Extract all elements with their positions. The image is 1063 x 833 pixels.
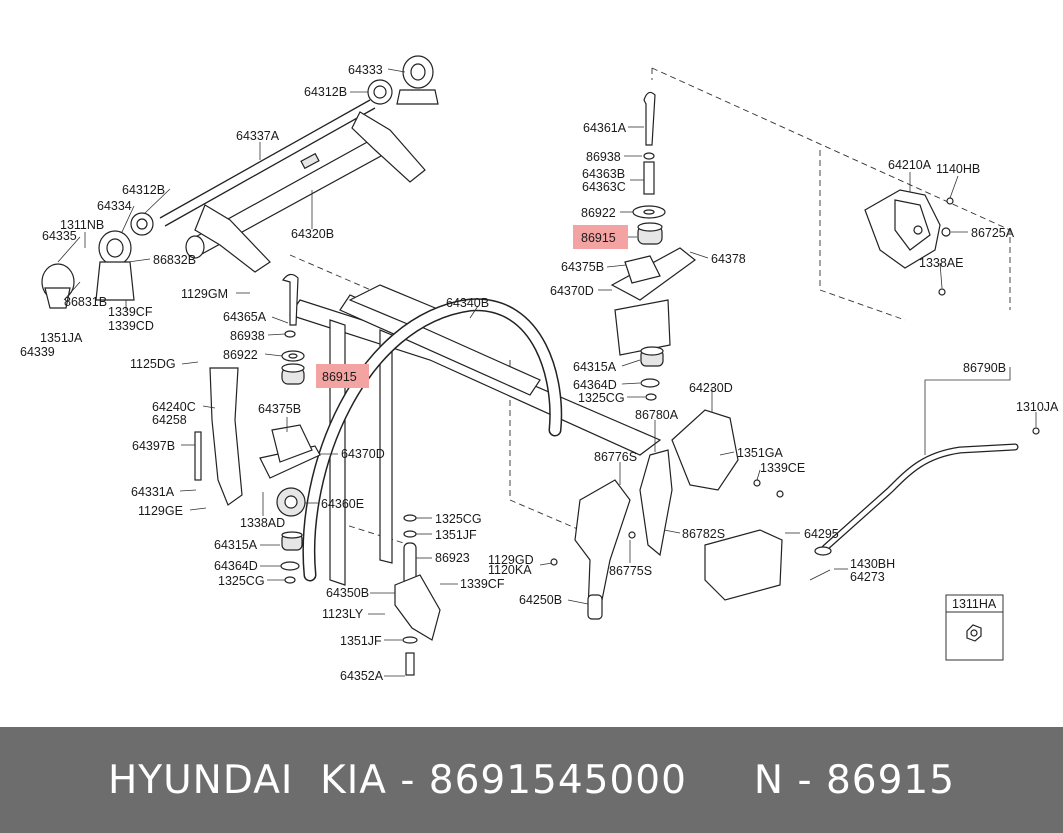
label-1339cf-mid: 1339CF — [460, 577, 505, 591]
center-mount — [394, 514, 441, 676]
label-64315a-left: 64315A — [214, 538, 258, 552]
label-64335: 64335 — [42, 229, 77, 243]
label-1351jf-top: 1351JF — [435, 528, 477, 542]
label-1311ha: 1311HA — [952, 597, 997, 611]
part-number-text: HYUNDAI KIA - 8691545000 N - 86915 — [107, 757, 956, 803]
label-64273: 64273 — [850, 570, 885, 584]
label-1339ce: 1339CE — [760, 461, 805, 475]
label-86725a: 86725A — [971, 226, 1015, 240]
label-1339cd: 1339CD — [108, 319, 154, 333]
label-64320b: 64320B — [291, 227, 334, 241]
label-1338ae: 1338AE — [919, 256, 963, 270]
label-86915-right: 86915 — [581, 231, 616, 245]
label-86775s: 86775S — [609, 564, 652, 578]
label-64375b-right: 64375B — [561, 260, 604, 274]
label-1351jf-bottom: 1351JF — [340, 634, 382, 648]
label-64352a: 64352A — [340, 669, 384, 683]
label-1129ge: 1129GE — [138, 504, 183, 518]
label-86790b: 86790B — [963, 361, 1006, 375]
label-64397b: 64397B — [132, 439, 175, 453]
label-64339: 64339 — [20, 345, 55, 359]
label-1125dg: 1125DG — [130, 357, 176, 371]
label-86776s: 86776S — [594, 450, 637, 464]
label-1140hb: 1140HB — [936, 162, 980, 176]
label-1129gm: 1129GM — [181, 287, 228, 301]
label-64334: 64334 — [97, 199, 132, 213]
part-labels: 64333 64312B 64337A 64312B 64334 1311NB … — [20, 63, 1059, 683]
label-64312b-top: 64312B — [304, 85, 347, 99]
label-86938-left: 86938 — [230, 329, 265, 343]
label-64378: 64378 — [711, 252, 746, 266]
label-64360e: 64360E — [321, 497, 364, 511]
cable-86790b — [809, 427, 1040, 581]
label-1430bh: 1430BH — [850, 557, 895, 571]
inset-1311ha — [945, 594, 1004, 661]
highlight-86915-left — [316, 364, 369, 388]
leader-lines — [57, 68, 1037, 677]
label-1325cg-left: 1325CG — [218, 574, 265, 588]
part-number-banner: HYUNDAI KIA - 8691545000 N - 86915 — [0, 727, 1063, 833]
label-86915-left: 86915 — [322, 370, 357, 384]
label-86831b: 86831B — [64, 295, 107, 309]
label-1339cf-top: 1339CF — [108, 305, 153, 319]
label-64375b-left: 64375B — [258, 402, 301, 416]
label-1310ja: 1310JA — [1016, 400, 1059, 414]
label-1338ad: 1338AD — [240, 516, 285, 530]
label-64331a: 64331A — [131, 485, 175, 499]
label-86782s: 86782S — [682, 527, 725, 541]
label-1311nb: 1311NB — [60, 218, 104, 232]
label-1123ly: 1123LY — [322, 607, 364, 621]
label-64365a: 64365A — [223, 310, 267, 324]
label-64361a: 64361A — [583, 121, 627, 135]
label-86832b: 86832B — [153, 253, 196, 267]
bracket-64210a — [864, 189, 954, 296]
label-64295: 64295 — [804, 527, 839, 541]
label-86938-right: 86938 — [586, 150, 621, 164]
label-64370d-right: 64370D — [550, 284, 594, 298]
label-64370d-left: 64370D — [341, 447, 385, 461]
label-64340b: 64340B — [446, 296, 489, 310]
label-86922-right: 86922 — [581, 206, 616, 220]
label-64230d: 64230D — [689, 381, 733, 395]
label-86922-left: 86922 — [223, 348, 258, 362]
highlight-86915-right — [573, 225, 628, 249]
label-64240c: 64240C — [152, 400, 196, 414]
label-64350b: 64350B — [326, 586, 369, 600]
label-64337a: 64337A — [236, 129, 280, 143]
label-64363b: 64363B — [582, 167, 625, 181]
label-1129gd: 1129GD — [488, 553, 534, 567]
parts-diagram: 64333 64312B 64337A 64312B 64334 1311NB … — [20, 55, 1059, 683]
label-64333: 64333 — [348, 63, 383, 77]
right-cab-mount — [610, 91, 696, 401]
label-64258: 64258 — [152, 413, 187, 427]
label-1351ga: 1351GA — [737, 446, 784, 460]
label-1325cg-mid: 1325CG — [435, 512, 482, 526]
label-1325cg-right: 1325CG — [578, 391, 625, 405]
label-86780a: 86780A — [635, 408, 679, 422]
label-1351ja: 1351JA — [40, 331, 83, 345]
label-64250b: 64250B — [519, 593, 562, 607]
label-64363c: 64363C — [582, 180, 626, 194]
shift-mechanism — [550, 409, 784, 620]
label-64315a-right: 64315A — [573, 360, 617, 374]
label-86923: 86923 — [435, 551, 470, 565]
label-64364d-right: 64364D — [573, 378, 617, 392]
label-64312b-left: 64312B — [122, 183, 165, 197]
label-64210a: 64210A — [888, 158, 932, 172]
rear-axle-assembly — [41, 55, 439, 309]
label-64364d-left: 64364D — [214, 559, 258, 573]
label-1120ka: 1120KA — [488, 563, 532, 577]
